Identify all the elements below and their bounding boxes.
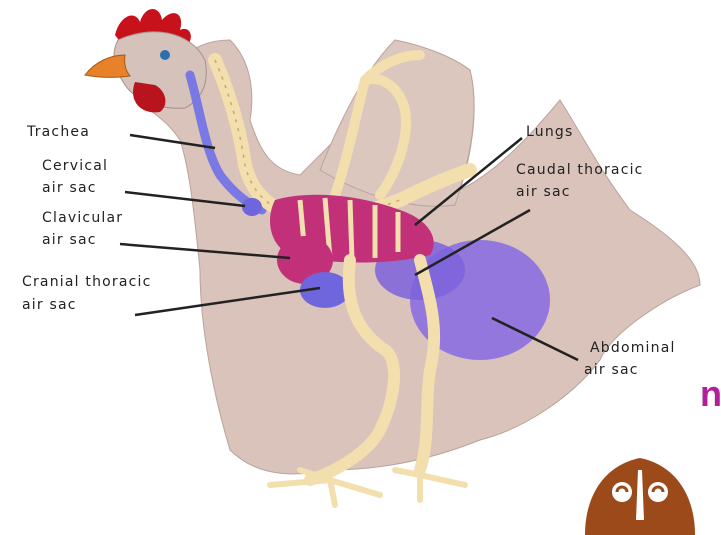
label-caudal-line1: Caudal thoracic [516,162,644,179]
label-clavicular-line2: air sac [42,232,97,249]
label-cervical-line1: Cervical [42,158,108,175]
beak [85,55,130,77]
label-abdominal-line2: air sac [584,362,639,379]
feet [270,470,465,505]
label-cranial-line1: Cranial thoracic [22,274,152,291]
eye [160,50,170,60]
cervical-air-sac [242,198,262,216]
label-trachea: Trachea [27,124,90,141]
cropped-text-fragment: n [700,376,721,412]
label-lungs: Lungs [526,124,573,141]
label-cervical-line2: air sac [42,180,97,197]
logo [566,449,721,535]
label-caudal-line2: air sac [516,184,571,201]
label-clavicular-line1: Clavicular [42,210,123,227]
label-abdominal-line1: Abdominal [590,340,676,357]
label-cranial-line2: air sac [22,297,77,314]
